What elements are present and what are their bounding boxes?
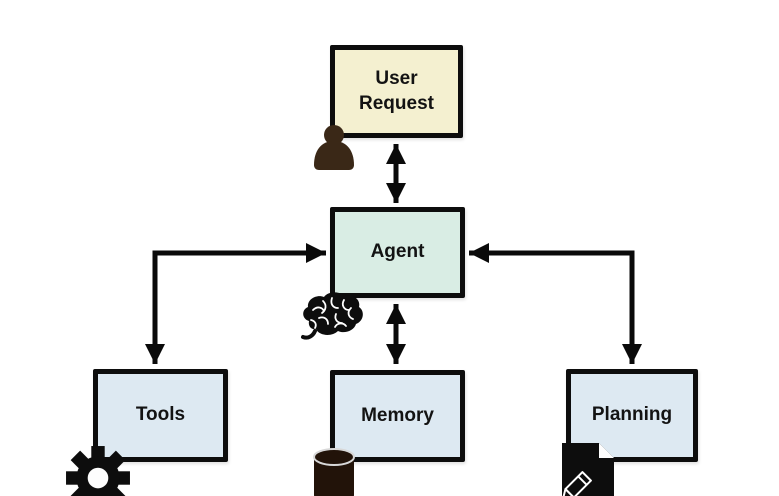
node-label: Planning (591, 404, 673, 426)
node-label: User Request (359, 68, 434, 114)
node-planning: Planning (561, 369, 698, 496)
node-user-request: User Request (314, 45, 463, 171)
gear-icon (65, 421, 131, 496)
database-icon (309, 423, 359, 496)
brain-icon (299, 265, 365, 340)
node-tools: Tools (66, 369, 228, 496)
node-label: Agent (370, 241, 425, 263)
person-icon (308, 100, 360, 171)
node-label: Memory (361, 404, 434, 426)
document-pencil-icon (554, 418, 621, 496)
node-label: Tools (135, 404, 186, 426)
edge-agent-planning (469, 243, 642, 364)
node-memory: Memory (313, 370, 465, 496)
node-agent: Agent (301, 207, 465, 340)
